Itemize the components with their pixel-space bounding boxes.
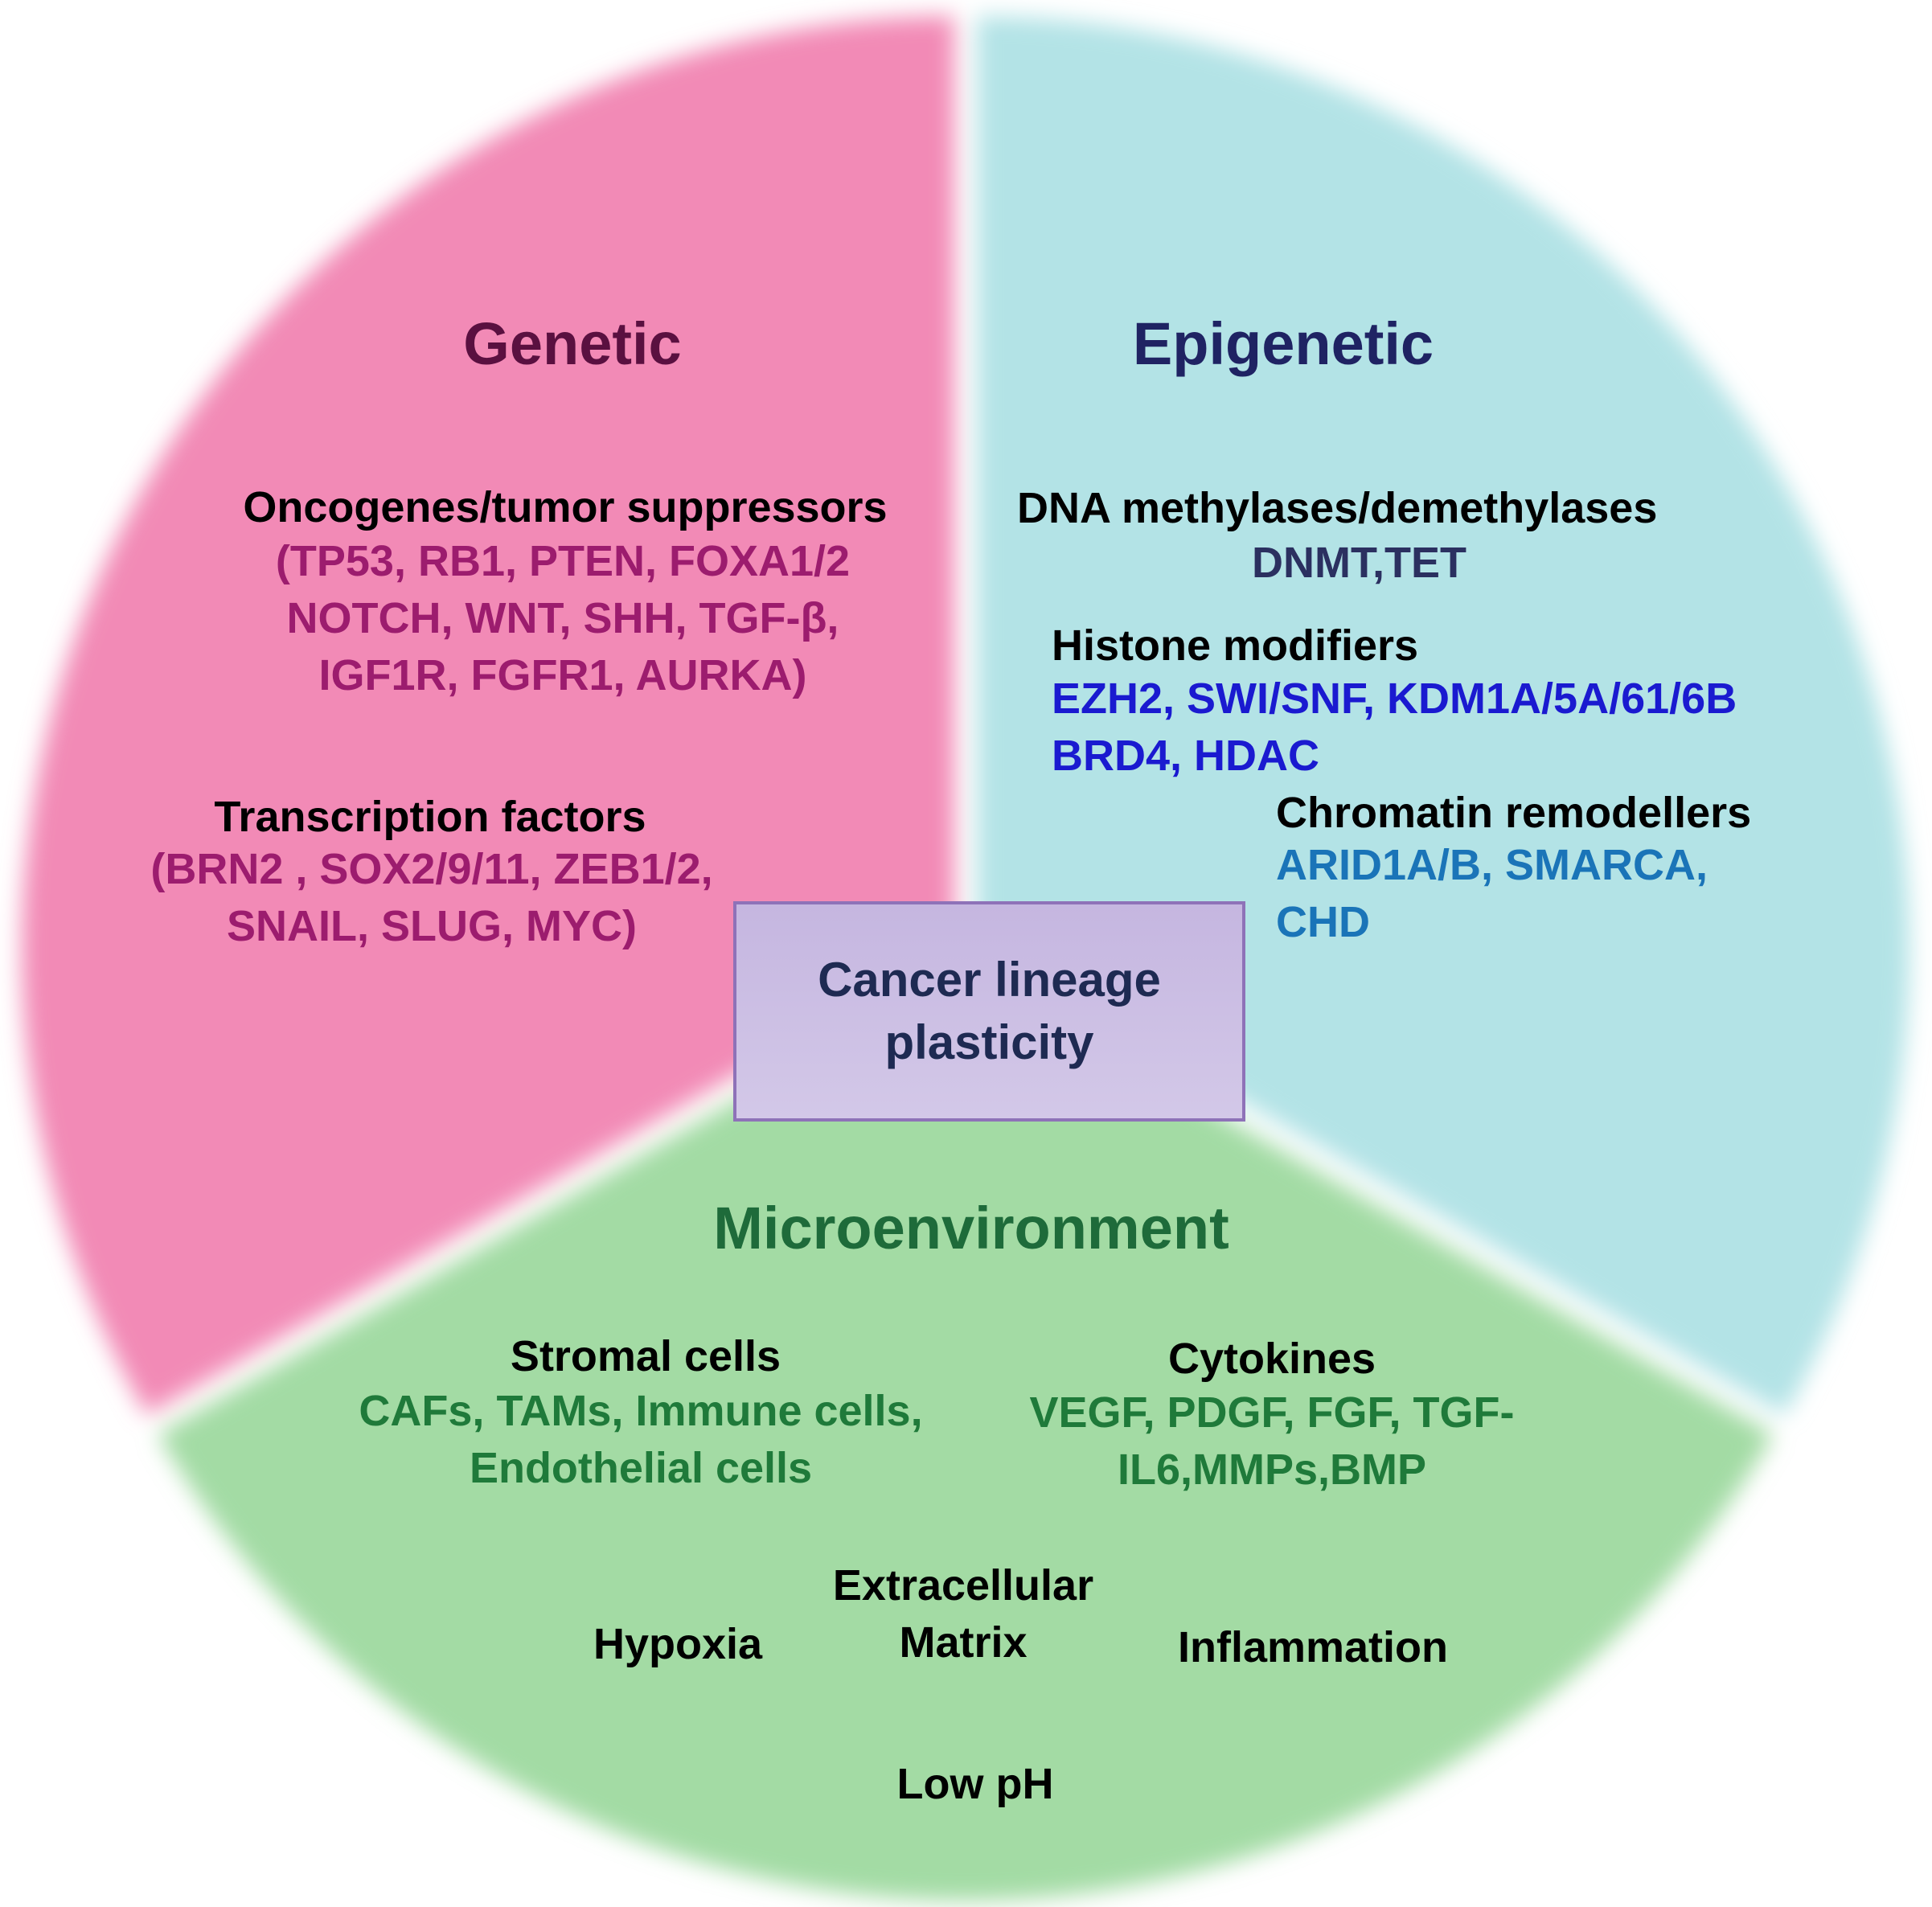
ecm-label-line: Extracellular bbox=[832, 1561, 1094, 1610]
oncogenes-line: (TP53, RB1, PTEN, FOXA1/2 bbox=[275, 537, 851, 585]
ecm-label-line: Matrix bbox=[899, 1618, 1028, 1667]
genetic-wedge bbox=[21, 16, 954, 1415]
transcription-line: (BRN2 , SOX2/9/11, ZEB1/2, bbox=[150, 845, 713, 893]
hypoxia-label: Hypoxia bbox=[593, 1620, 763, 1668]
stromal-list: CAFs, TAMs, Immune cells, Endothelial ce… bbox=[359, 1383, 922, 1497]
dna-list: DNMT,TET bbox=[1252, 535, 1466, 592]
cytokines-line: IL6,MMPs,BMP bbox=[1117, 1446, 1427, 1494]
microenvironment-title: Microenvironment bbox=[713, 1195, 1229, 1261]
dna-heading: DNA methylases/demethylases bbox=[1017, 484, 1658, 532]
chromatin-line: ARID1A/B, SMARCA, bbox=[1276, 841, 1708, 889]
cytokines-heading: Cytokines bbox=[1167, 1335, 1376, 1383]
chromatin-line: CHD bbox=[1276, 898, 1370, 946]
dna-line: DNMT,TET bbox=[1252, 539, 1466, 587]
histone-heading: Histone modifiers bbox=[1052, 621, 1419, 670]
oncogenes-line: NOTCH, WNT, SHH, TGF-β, bbox=[286, 594, 839, 642]
histone-list: EZH2, SWI/SNF, KDM1A/5A/61/6B BRD4, HDAC bbox=[1052, 671, 1737, 785]
epigenetic-title: Epigenetic bbox=[1132, 310, 1434, 377]
cytokines-line: VEGF, PDGF, FGF, TGF- bbox=[1029, 1388, 1515, 1437]
oncogenes-list: (TP53, RB1, PTEN, FOXA1/2 NOTCH, WNT, SH… bbox=[276, 533, 850, 704]
oncogenes-line: IGF1R, FGFR1, AURKA) bbox=[318, 651, 807, 699]
chromatin-heading: Chromatin remodellers bbox=[1276, 789, 1752, 837]
ecm-label: Extracellular Matrix bbox=[833, 1557, 1093, 1671]
chromatin-list: ARID1A/B, SMARCA, CHD bbox=[1276, 837, 1708, 951]
transcription-list: (BRN2 , SOX2/9/11, ZEB1/2, SNAIL, SLUG, … bbox=[150, 841, 712, 955]
center-label-line: plasticity bbox=[884, 1015, 1094, 1069]
stromal-line: Endothelial cells bbox=[469, 1444, 813, 1492]
transcription-heading: Transcription factors bbox=[214, 793, 646, 841]
microenvironment-wedge bbox=[158, 968, 1774, 1901]
histone-line: BRD4, HDAC bbox=[1052, 732, 1320, 780]
low-ph-label: Low pH bbox=[896, 1760, 1054, 1808]
cytokines-list: VEGF, PDGF, FGF, TGF- IL6,MMPs,BMP bbox=[1029, 1384, 1514, 1499]
inflammation-label: Inflammation bbox=[1177, 1623, 1449, 1671]
transcription-line: SNAIL, SLUG, MYC) bbox=[226, 902, 637, 950]
stromal-line: CAFs, TAMs, Immune cells, bbox=[359, 1387, 923, 1435]
histone-line: EZH2, SWI/SNF, KDM1A/5A/61/6B bbox=[1052, 675, 1737, 723]
genetic-title: Genetic bbox=[463, 310, 682, 377]
oncogenes-heading: Oncogenes/tumor suppressors bbox=[243, 483, 888, 531]
stromal-heading: Stromal cells bbox=[510, 1332, 781, 1380]
center-label-line: Cancer lineage bbox=[818, 953, 1161, 1007]
center-box: Cancer lineage plasticity bbox=[733, 901, 1245, 1122]
